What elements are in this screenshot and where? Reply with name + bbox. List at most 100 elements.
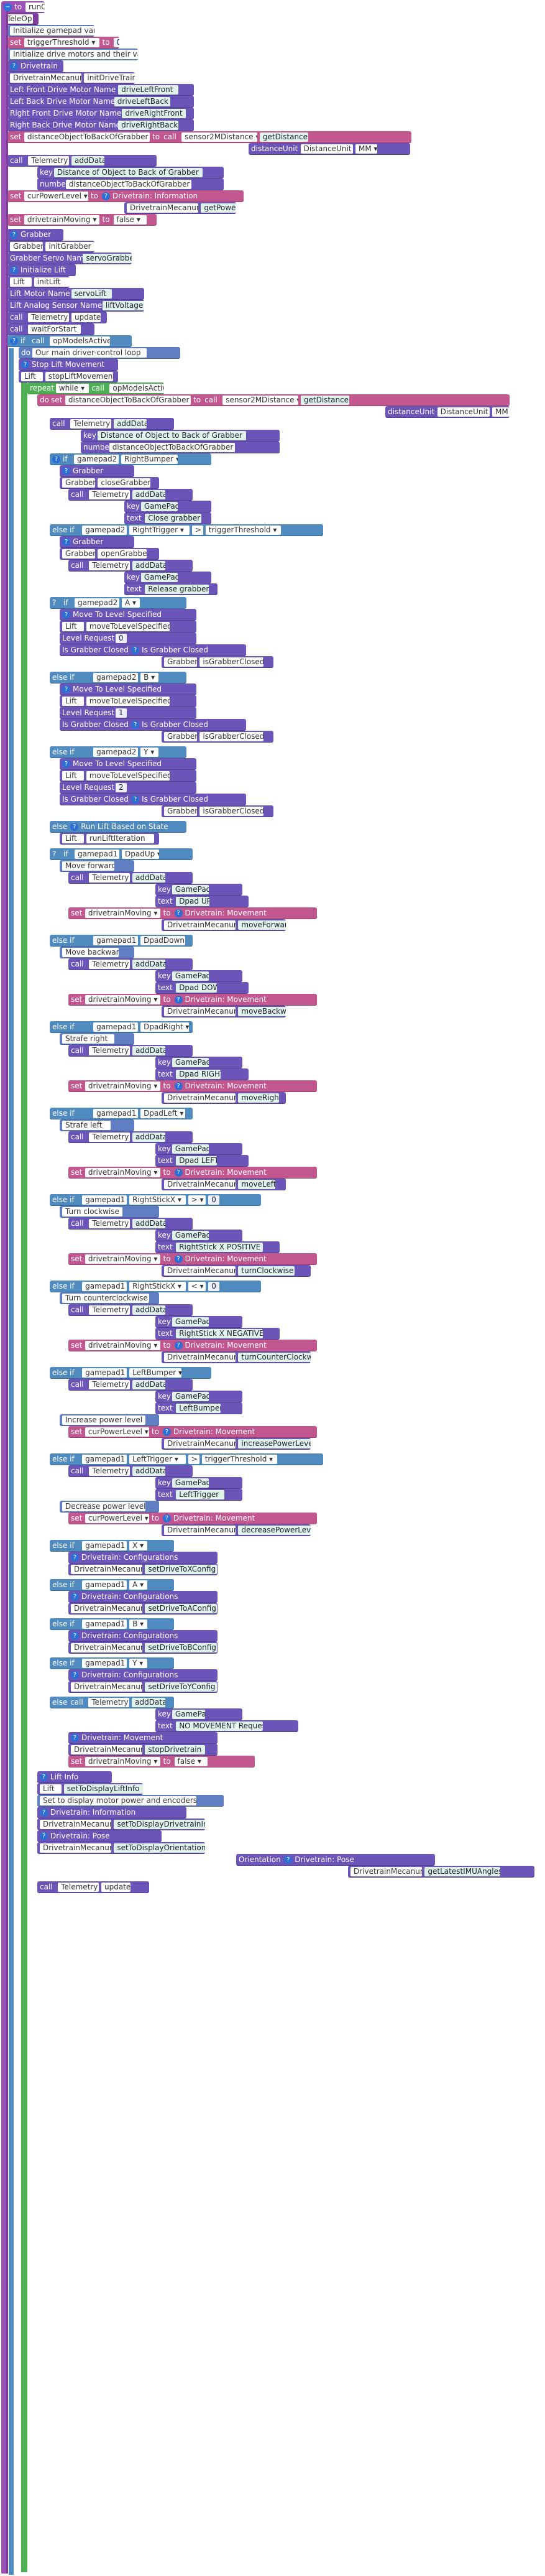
tel-DpadRight-field-2[interactable]: addData xyxy=(132,1046,166,1055)
help-icon[interactable]: ? xyxy=(131,646,140,654)
comment-increase-power[interactable]: Increase power level xyxy=(60,1414,159,1426)
comment-main-loop-field-1[interactable]: Our main driver-control loop xyxy=(32,348,147,358)
level-request-A-field-1[interactable]: 0 xyxy=(115,634,127,643)
set-moving-false-2-field-1[interactable]: drivetrainMoving ▾ xyxy=(85,1757,161,1766)
get-power-level-field-0[interactable]: DrivetrainMecanum xyxy=(127,203,199,213)
drivetrain-init-call-field-0[interactable]: DrivetrainMecanum xyxy=(10,73,82,83)
else-telemetry-field-3[interactable]: addData xyxy=(132,1698,165,1707)
elseif-config-2-field-1[interactable]: gamepad1 ▾ xyxy=(82,1619,127,1629)
elseif-right-trigger-field-1[interactable]: gamepad2 ▾ xyxy=(82,526,127,535)
help-icon[interactable]: ? xyxy=(10,62,18,70)
elseif-config-3-field-1[interactable]: gamepad1 ▾ xyxy=(82,1659,127,1668)
comment-init-drive[interactable]: Initialize drive motors and their variab… xyxy=(7,49,138,60)
telemetry-update-2-field-1[interactable]: Telemetry xyxy=(58,1883,99,1892)
stop-lift-call-field-1[interactable]: stopLiftMovement xyxy=(45,372,113,381)
set-distanceObjectToBackOfGrabber-field-5[interactable]: getDistance xyxy=(259,132,309,142)
tel-key-DpadLeft[interactable]: keyGamePad1 xyxy=(155,1143,242,1155)
help-icon[interactable]: ? xyxy=(40,1832,48,1840)
help-icon[interactable]: ? xyxy=(40,1773,48,1781)
tel-open-adddata-field-1[interactable]: Telemetry xyxy=(89,561,130,570)
telemetry-adddata-1-field-2[interactable]: addData xyxy=(71,156,105,165)
elseif-right-trigger-field-3[interactable]: > xyxy=(191,526,203,535)
lift-info-call-field-1[interactable]: setToDisplayLiftInfo xyxy=(63,1784,143,1794)
config-call-3-field-0[interactable]: DrivetrainMecanum xyxy=(71,1682,143,1692)
grabber-init-call-field-1[interactable]: initGrabber xyxy=(45,242,94,251)
is-closed-call-A-field-0[interactable]: Grabber xyxy=(164,657,198,667)
lift-init-call-field-0[interactable]: Lift xyxy=(10,277,32,287)
info-header[interactable]: ?Drivetrain: Information xyxy=(37,1807,186,1818)
level-request-Y-field-1[interactable]: 2 xyxy=(115,783,127,792)
move-call-DpadUp-field-0[interactable]: DrivetrainMecanum xyxy=(164,920,236,930)
move-call-stick-0-field-0[interactable]: DrivetrainMecanum xyxy=(164,1266,236,1276)
elseif-stick-0-field-3[interactable]: > ▾ xyxy=(188,1195,206,1205)
tel-close-text-field-1[interactable]: Close grabber xyxy=(145,514,201,523)
tel-key-DpadLeft-field-1[interactable]: GamePad1 xyxy=(172,1144,209,1154)
elseif-config-0-field-1[interactable]: gamepad1 ▾ xyxy=(82,1541,127,1550)
move-call-DpadDown[interactable]: DrivetrainMecanummoveBackward xyxy=(162,1006,286,1017)
param-distanceUnit-field-2[interactable]: MM ▾ xyxy=(355,144,377,154)
lift-init-call-field-1[interactable]: initLift xyxy=(34,277,70,287)
help-icon[interactable]: ? xyxy=(174,996,183,1004)
param-left-front-field-1[interactable]: driveLeftFront xyxy=(118,85,178,95)
comment-init-gamepad-field-0[interactable]: Initialize gamepad variables xyxy=(10,26,94,35)
elseif-stick-0-field-2[interactable]: RightStickX ▾ xyxy=(129,1195,186,1205)
tel-open-text-field-1[interactable]: Release grabber xyxy=(145,585,209,594)
info-call-field-1[interactable]: setToDisplayDrivetrainInfo xyxy=(114,1820,205,1829)
elseif-left-trigger-field-4[interactable]: triggerThreshold ▾ xyxy=(201,1455,278,1464)
help-icon[interactable]: ? xyxy=(174,1341,183,1350)
help-icon[interactable]: ? xyxy=(71,1671,79,1679)
param-distanceUnit-field-1[interactable]: DistanceUnit xyxy=(300,144,353,154)
comment-stick-1-field-0[interactable]: Turn counterclockwise xyxy=(62,1294,150,1303)
set-distanceObjectToBackOfGrabber-field-4[interactable]: sensor2MDistance ▾ xyxy=(181,132,257,142)
tel-key-stick-1[interactable]: keyGamePad1 xyxy=(155,1316,242,1328)
comment-stick-0[interactable]: Turn clockwise xyxy=(60,1206,159,1218)
grabber-close-call-field-1[interactable]: closeGrabber xyxy=(98,478,150,488)
help-icon[interactable]: ? xyxy=(174,1169,183,1177)
tel-close-key[interactable]: keyGamePad1 xyxy=(124,501,211,512)
loop-telemetry-key-field-1[interactable]: Distance of Object to Back of Grabber xyxy=(97,431,247,440)
move-level-call-Y-field-1[interactable]: moveToLevelSpecified xyxy=(86,771,170,781)
grabber-close-call-field-0[interactable]: Grabber xyxy=(62,478,96,488)
help-icon[interactable]: ? xyxy=(131,721,140,729)
elseif-config-1-field-1[interactable]: gamepad1 ▾ xyxy=(82,1580,127,1590)
if-DpadRight-field-3[interactable]: DpadRight ▾ xyxy=(140,1022,190,1032)
help-icon[interactable]: ? xyxy=(174,1082,183,1090)
tel-text-stick-1-field-1[interactable]: RightStick X NEGATIVE xyxy=(176,1329,263,1338)
stop-drive-call-field-1[interactable]: stopDrivetrain xyxy=(145,1745,206,1754)
tel-text-DpadLeft-field-1[interactable]: Dpad LEFT xyxy=(176,1156,217,1165)
elseif-stick-0-field-1[interactable]: gamepad1 ▾ xyxy=(82,1195,127,1205)
set-moving-false-2-field-3[interactable]: false ▾ xyxy=(174,1757,208,1766)
set-power-dec-field-1[interactable]: curPowerLevel ▾ xyxy=(85,1514,149,1523)
is-closed-call-B-field-1[interactable]: isGrabberClosed xyxy=(199,732,264,741)
move-call-DpadLeft-field-1[interactable]: moveLeft xyxy=(238,1180,275,1189)
tel-DpadLeft-field-1[interactable]: Telemetry xyxy=(89,1133,130,1142)
elseif-left-bumper-field-1[interactable]: gamepad1 ▾ xyxy=(82,1368,127,1378)
tel-close-adddata-field-2[interactable]: addData xyxy=(132,490,166,499)
tel-key-DpadDown-field-1[interactable]: GamePad1 xyxy=(172,971,209,981)
